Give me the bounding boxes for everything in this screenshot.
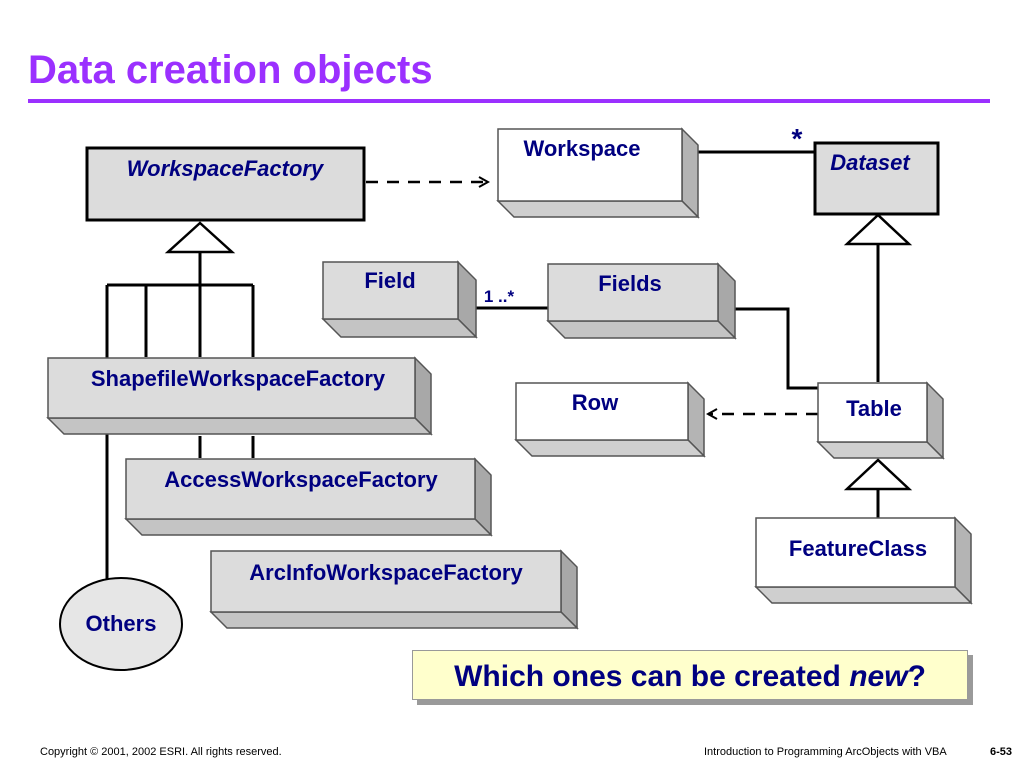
footer-page-number: 6-53 [990,746,1013,758]
class-workspace-factory: WorkspaceFactory [85,146,366,222]
class-label: Row [572,390,619,415]
class-workspace: Workspace [496,127,700,219]
footer-course-title: Introduction to Programming ArcObjects w… [704,746,947,758]
slide-title: Data creation objects [28,48,433,92]
wf-generalization-triangle [164,221,236,254]
class-featureclass: FeatureClass [754,516,973,605]
question-callout: Which ones can be created new? [412,650,968,700]
class-label: ShapefileWorkspaceFactory [91,366,386,391]
class-table: Table [816,381,945,460]
class-label: FeatureClass [789,536,927,561]
title-underline [28,99,990,103]
class-fields: Fields [546,262,737,340]
class-label: AccessWorkspaceFactory [164,467,438,492]
class-label: Field [364,268,415,293]
class-dataset: Dataset [813,141,940,216]
class-label: WorkspaceFactory [127,156,325,181]
class-label: ArcInfoWorkspaceFactory [249,560,523,585]
footer-copyright: Copyright © 2001, 2002 ESRI. All rights … [40,746,282,758]
fields-table-association [735,307,820,390]
class-arcinfo-workspace-factory: ArcInfoWorkspaceFactory [209,549,579,630]
class-diagram: WorkspaceFactory Dataset Workspace Field… [46,123,973,671]
class-field: Field [321,260,478,339]
question-text: Which ones can be created new? [454,660,926,693]
class-label: Workspace [524,136,641,161]
class-others: Others [59,577,183,671]
class-access-workspace-factory: AccessWorkspaceFactory [124,457,493,537]
class-label: Table [846,396,902,421]
multiplicity-workspace-dataset: * [792,123,803,154]
dataset-generalization-triangle [843,213,913,246]
class-label: Others [86,611,157,636]
class-shapefile-workspace-factory: ShapefileWorkspaceFactory [46,356,433,436]
multiplicity-fields-field: 1 ..* [484,287,515,306]
class-label: Dataset [830,150,911,175]
class-label: Fields [598,271,662,296]
table-generalization-triangle [843,458,913,491]
class-row: Row [514,381,706,458]
